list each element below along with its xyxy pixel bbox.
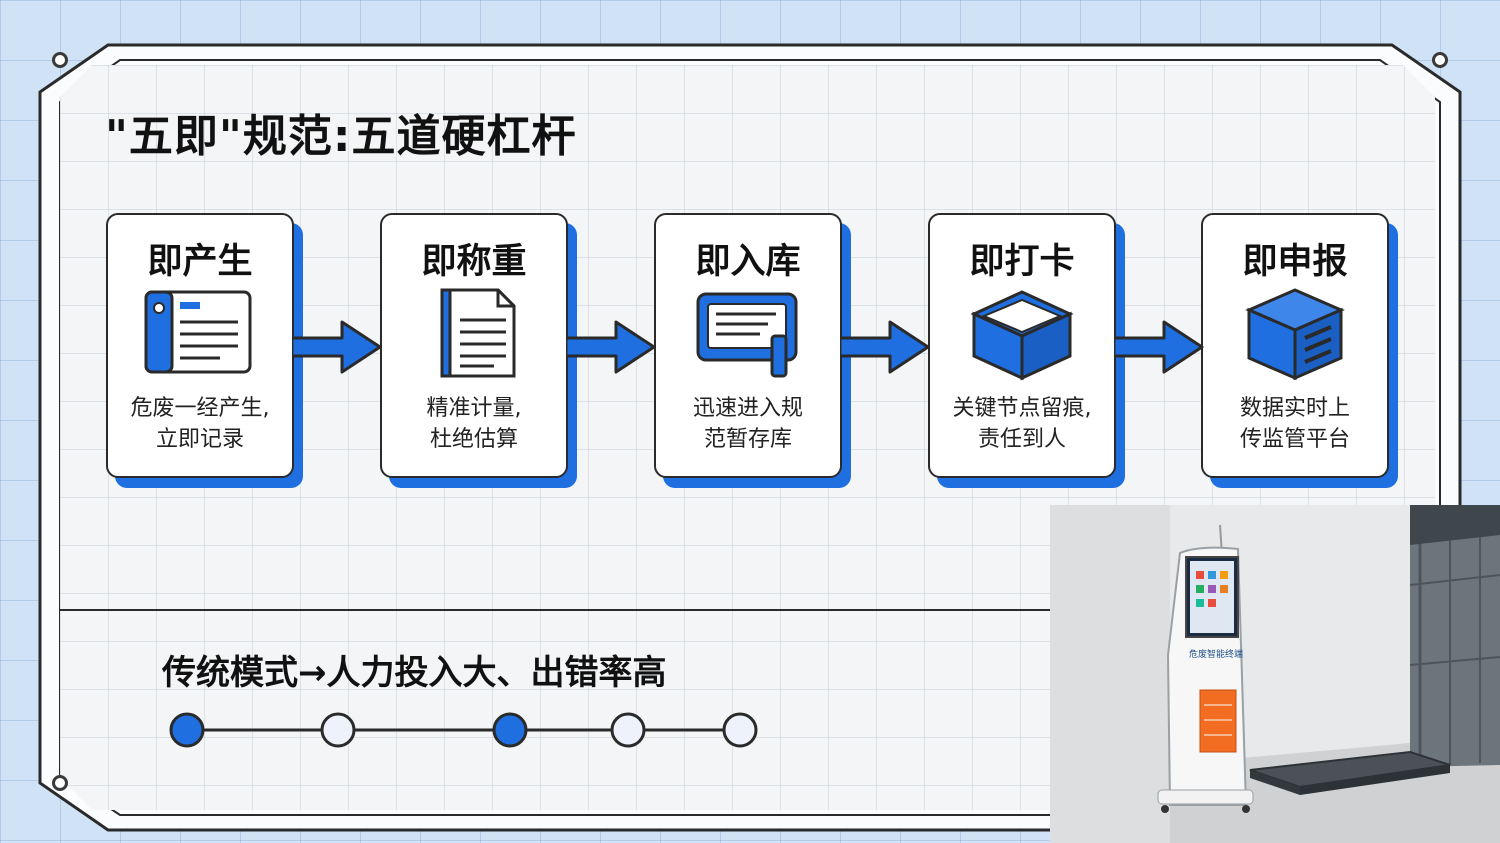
step-card-1: 即产生 危废一经产生, 立即记录 bbox=[106, 213, 303, 488]
timeline-node-1 bbox=[169, 712, 205, 748]
step-description: 迅速进入规 范暂存库 bbox=[660, 393, 836, 455]
flow-arrow-icon-1 bbox=[292, 320, 382, 374]
storage-screen-icon bbox=[696, 292, 798, 378]
bolt-icon-bottom-left bbox=[52, 775, 68, 791]
step-card-5: 即申报 数据实时上 传监管平台 bbox=[1201, 213, 1398, 488]
step-title: 即申报 bbox=[1242, 242, 1348, 282]
timeline-node-2 bbox=[320, 712, 356, 748]
timeline-node-4 bbox=[610, 712, 646, 748]
flow-arrow-icon-3 bbox=[840, 320, 930, 374]
step-title: 即称重 bbox=[421, 242, 527, 282]
timeline bbox=[169, 712, 758, 748]
step-title: 即产生 bbox=[147, 242, 253, 282]
flow-arrow-icon-2 bbox=[566, 320, 656, 374]
step-card-3: 即入库 迅速进入规 范暂存库 bbox=[654, 213, 851, 488]
desc-line-1: 关键节点留痕, bbox=[952, 396, 1092, 421]
section-divider bbox=[60, 609, 1050, 611]
timeline-node-5 bbox=[722, 712, 758, 748]
flow-arrow-icon-4 bbox=[1114, 320, 1204, 374]
step-card-4: 即打卡 关键节点留痕, 责任到人 bbox=[928, 213, 1125, 488]
timeline-node-3 bbox=[492, 712, 528, 748]
document-card-icon bbox=[144, 290, 252, 374]
terminal-photo: 危废智能终端 bbox=[1050, 505, 1500, 843]
desc-line-2: 责任到人 bbox=[977, 427, 1066, 452]
bolt-icon-top-right bbox=[1432, 52, 1448, 68]
step-description: 关键节点留痕, 责任到人 bbox=[934, 393, 1110, 455]
desc-line-2: 杜绝估算 bbox=[429, 427, 518, 452]
step-title: 即入库 bbox=[695, 242, 801, 282]
step-description: 危废一经产生, 立即记录 bbox=[112, 393, 288, 455]
traditional-mode-text: 传统模式→人力投入大、出错率高 bbox=[162, 653, 667, 693]
desc-line-1: 迅速进入规 bbox=[692, 396, 803, 421]
server-box-icon bbox=[1245, 288, 1345, 381]
step-description: 数据实时上 传监管平台 bbox=[1207, 393, 1383, 455]
bolt-icon-top-left bbox=[52, 52, 68, 68]
page-title: "五即"规范:五道硬杠杆 bbox=[105, 111, 577, 162]
desc-line-2: 传监管平台 bbox=[1239, 427, 1350, 452]
desc-line-2: 范暂存库 bbox=[703, 427, 792, 452]
file-icon bbox=[440, 288, 516, 378]
step-card-2: 即称重 精准计量, 杜绝估算 bbox=[380, 213, 577, 488]
desc-line-1: 精准计量, bbox=[426, 396, 522, 421]
terminal-label: 危废智能终端 bbox=[1189, 648, 1243, 660]
step-description: 精准计量, 杜绝估算 bbox=[386, 393, 562, 455]
open-box-icon bbox=[970, 290, 1074, 381]
step-title: 即打卡 bbox=[969, 242, 1075, 282]
desc-line-1: 危废一经产生, bbox=[130, 396, 270, 421]
desc-line-2: 立即记录 bbox=[155, 427, 244, 452]
desc-line-1: 数据实时上 bbox=[1239, 396, 1350, 421]
